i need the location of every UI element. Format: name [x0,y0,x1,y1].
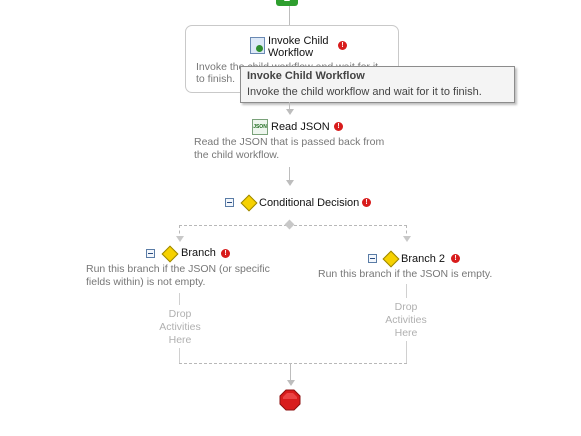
branch-join-diamond [284,219,295,230]
stop-icon[interactable] [279,389,301,411]
json-file-icon: JSON [252,119,268,135]
error-icon[interactable]: ! [221,249,230,258]
connector [289,6,290,25]
drop-activities-zone[interactable]: Drop Activities Here [150,308,210,347]
drop-line: Drop [168,308,192,320]
invoke-title-line2: Workflow [268,47,314,59]
merge-connector [179,363,407,364]
drop-line: Here [394,327,418,339]
connector [179,293,180,305]
connector [179,348,180,363]
workflow-document-icon [250,37,265,54]
conditional-decision-title[interactable]: Conditional Decision [259,197,360,209]
tooltip: Invoke Child Workflow Invoke the child w… [240,66,515,103]
connector [289,102,290,110]
error-icon[interactable]: ! [362,198,371,207]
branch-2-title[interactable]: Branch 2 [401,253,446,265]
collapse-toggle-icon[interactable] [225,198,234,207]
branch-icon [382,250,400,268]
connector-arrow [286,109,294,115]
read-json-description-line2: the child workflow. [194,149,280,161]
connector-arrow [176,236,184,242]
tooltip-text: Invoke the child workflow and wait for i… [247,86,482,98]
drop-line: Here [168,334,192,346]
connector [406,284,407,298]
drop-line: Activities [159,321,201,333]
connector [290,363,291,380]
drop-activities-zone[interactable]: Drop Activities Here [376,301,436,340]
tooltip-title: Invoke Child Workflow [247,70,365,82]
connector-arrow [287,380,295,386]
error-icon[interactable]: ! [334,122,343,131]
read-json-title[interactable]: Read JSON [271,121,330,133]
read-json-description-line1: Read the JSON that is passed back from [194,136,385,148]
branch-connector [406,225,407,239]
branch-title[interactable]: Branch [181,247,216,259]
start-node[interactable] [276,0,298,6]
json-icon-label: JSON [253,124,267,130]
branch-description-line1: Run this branch if the JSON (or specific [86,263,270,275]
collapse-toggle-icon[interactable] [368,254,377,263]
invoke-title-line1: Invoke Child [268,35,329,47]
drop-line: Drop [394,301,418,313]
branch-2-description: Run this branch if the JSON is empty. [318,268,493,280]
invoke-description-line2: to finish. [196,73,236,85]
start-icon [284,0,290,1]
decision-icon [240,194,258,212]
branch-icon [161,245,179,263]
branch-connector [179,225,180,239]
connector [406,341,407,363]
branch-description-line2: fields within) is not empty. [86,276,206,288]
error-icon[interactable]: ! [451,254,460,263]
drop-line: Activities [385,314,427,326]
connector-arrow [403,236,411,242]
error-icon[interactable]: ! [338,41,347,50]
collapse-toggle-icon[interactable] [146,249,155,258]
connector [289,167,290,180]
connector-arrow [286,180,294,186]
